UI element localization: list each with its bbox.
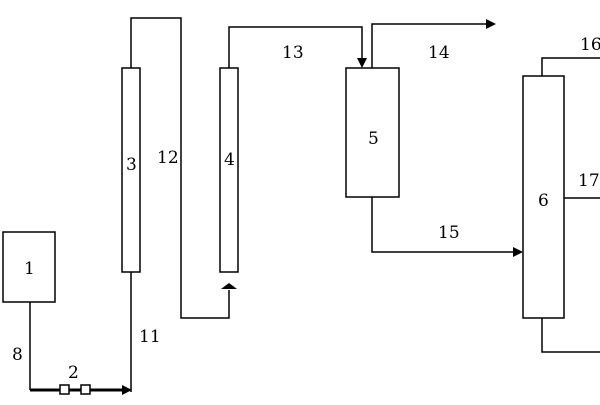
unit-4-column bbox=[219, 67, 239, 273]
stream-14-arrowhead bbox=[486, 19, 496, 29]
label-stream-13: 13 bbox=[282, 43, 304, 63]
unit-2-valve-b bbox=[80, 384, 91, 395]
unit-2-valve-a bbox=[59, 384, 70, 395]
separator-inlet-arrowhead bbox=[357, 58, 367, 68]
unit-5-separator bbox=[345, 67, 400, 198]
label-stream-15: 15 bbox=[438, 223, 460, 243]
pipe-stream-15 bbox=[371, 197, 514, 253]
label-stream-14: 14 bbox=[428, 43, 450, 63]
pipe-stream-16 bbox=[541, 57, 600, 76]
pipe-stream-12 bbox=[130, 17, 230, 319]
unit-6-column bbox=[522, 75, 565, 319]
unit-3-column bbox=[121, 67, 141, 273]
stream-15-arrowhead bbox=[513, 247, 523, 257]
unit-1-tank bbox=[2, 231, 56, 303]
label-stream-2: 2 bbox=[68, 363, 79, 383]
label-unit-3: 3 bbox=[126, 155, 137, 175]
pipe-column-6-bottoms bbox=[541, 318, 600, 353]
equipment bbox=[2, 67, 565, 395]
label-unit-1: 1 bbox=[24, 259, 35, 279]
feed-arrowhead bbox=[122, 385, 132, 395]
reactor-4-inlet-marker bbox=[221, 283, 237, 289]
label-stream-16: 16 bbox=[580, 35, 600, 55]
label-stream-17: 17 bbox=[578, 171, 600, 191]
unit-labels: 1 3 4 5 6 bbox=[24, 129, 549, 279]
label-unit-5: 5 bbox=[368, 129, 379, 149]
stream-labels: 2 8 11 12 13 14 15 16 17 bbox=[12, 35, 600, 383]
pipe-stream-14 bbox=[371, 23, 486, 78]
label-stream-11: 11 bbox=[139, 327, 161, 347]
label-stream-12: 12 bbox=[157, 148, 179, 168]
label-unit-4: 4 bbox=[224, 150, 235, 170]
label-unit-6: 6 bbox=[538, 191, 549, 211]
pipes bbox=[29, 17, 600, 395]
pipe-stream-13 bbox=[228, 26, 363, 68]
label-stream-8: 8 bbox=[12, 345, 23, 365]
